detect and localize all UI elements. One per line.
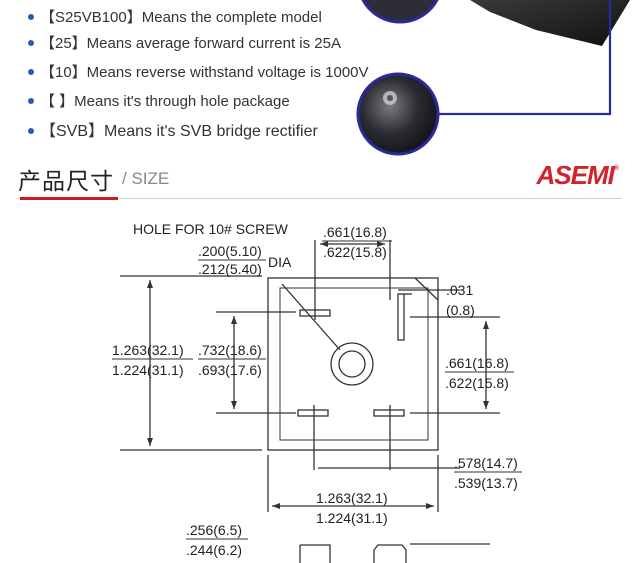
body-chamfer (414, 277, 439, 301)
list-item: 【SVB】Means it's SVB bridge rectifier (28, 122, 318, 142)
dim-body-h-min: 1.224(31.1) (112, 362, 184, 378)
dim-lead-len-min: .539(13.7) (454, 475, 518, 491)
body-inner (279, 287, 429, 441)
bullet-text: 【 】Means it's through hole package (40, 93, 290, 110)
dim-body-w-min: 1.224(31.1) (316, 510, 388, 526)
dim-lead-thk-max: .031 (446, 282, 473, 298)
dim-lead-thk-min: (0.8) (446, 302, 475, 318)
section-header: 产品尺寸 / SIZE ASEMI® (18, 158, 622, 202)
hole-leader (281, 283, 341, 351)
screw-hole (330, 342, 374, 386)
body-outline (267, 277, 439, 451)
dim-dia: DIA (268, 254, 292, 270)
pin-right-vertical (397, 293, 405, 341)
dim-lead-len-max: .578(14.7) (454, 455, 518, 471)
section-divider (18, 198, 622, 199)
pin-bottom-right (373, 409, 405, 417)
bullet-dot (28, 127, 34, 134)
bullet-text: 【S25VB100】Means the complete model (40, 9, 322, 26)
section-title-en: / SIZE (122, 169, 170, 188)
list-item: 【25】Means average forward current is 25A (28, 34, 341, 54)
bullet-dot (28, 14, 34, 21)
dim-top-min: .622(15.8) (323, 244, 387, 260)
bullet-text: 【SVB】Means it's SVB bridge rectifier (40, 123, 318, 140)
bullet-text: 【10】Means reverse withstand voltage is 1… (40, 64, 369, 81)
arrowheads (147, 241, 489, 509)
dim-thk-min: .244(6.2) (186, 542, 242, 558)
dim-right-max: .661(16.8) (445, 355, 509, 371)
dim-body-w-max: 1.263(32.1) (316, 490, 388, 506)
screw-hole-inner (338, 350, 366, 378)
dim-pin-v-min: .693(17.6) (198, 362, 262, 378)
callout-line (438, 0, 612, 116)
bullet-dot (28, 98, 34, 105)
dim-hole-max: .200(5.10) (198, 243, 262, 259)
logo-text: ASEMI (536, 160, 614, 190)
bullet-dot (28, 40, 34, 47)
side-view-right (373, 544, 407, 563)
dim-body-h-max: 1.263(32.1) (112, 342, 184, 358)
dimension-drawing: HOLE FOR 10# SCREW .200(5.10) .212(5.40)… (112, 221, 522, 563)
list-item: 【S25VB100】Means the complete model (28, 8, 322, 28)
section-accent-bar (20, 197, 118, 200)
section-title-cn: 产品尺寸 (18, 169, 114, 195)
list-item: 【10】Means reverse withstand voltage is 1… (28, 63, 369, 83)
dim-top-max: .661(16.8) (323, 224, 387, 240)
side-view-left (299, 544, 331, 563)
product-photo (356, 0, 630, 156)
dim-pin-v-max: .732(18.6) (198, 342, 262, 358)
bullet-dot (28, 69, 34, 76)
magnifier-top (361, 0, 439, 24)
dim-hole-min: .212(5.40) (198, 261, 262, 277)
asemi-logo: ASEMI® (536, 160, 619, 191)
pin-bottom-left (297, 409, 329, 417)
dim-thk-max: .256(6.5) (186, 522, 242, 538)
dim-right-min: .622(15.8) (445, 375, 509, 391)
magnifier-bottom (356, 72, 440, 156)
component-body (470, 0, 630, 46)
hole-label: HOLE FOR 10# SCREW (133, 221, 289, 237)
bullet-text: 【25】Means average forward current is 25A (40, 35, 341, 52)
logo-registered: ® (613, 165, 619, 172)
list-item: 【 】Means it's through hole package (28, 92, 290, 112)
